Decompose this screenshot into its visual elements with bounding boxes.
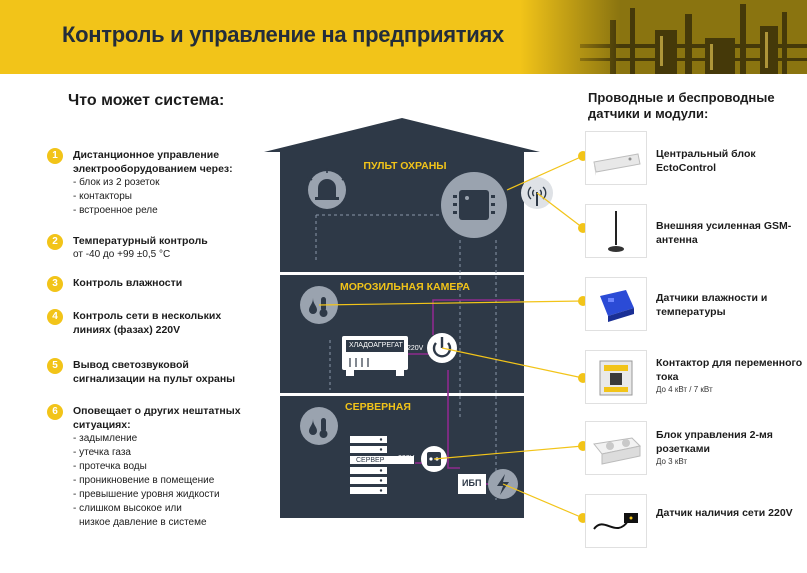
- device-label: Датчик наличия сети 220V: [656, 507, 793, 519]
- server-label: СЕРВЕР: [356, 457, 385, 464]
- feature-5: 5 Вывод светозвуковой сигнализации на пу…: [47, 358, 247, 388]
- sensors-title: Проводные и беспроводные датчики и модул…: [588, 90, 775, 121]
- feature-title: Оповещает о других нештатных ситуациях:: [73, 405, 241, 431]
- router-icon: [593, 153, 641, 176]
- socket-block-photo: [585, 421, 647, 475]
- zone-security-label: ПУЛЬТ ОХРАНЫ: [363, 160, 447, 172]
- socket-block-icon: [593, 437, 642, 465]
- central-block-icon: [441, 172, 507, 238]
- bullet-dot: [578, 296, 588, 306]
- device-label: Внешняя усиленная GSM-антенна: [656, 220, 792, 246]
- power-control-icon: [427, 333, 457, 363]
- feature-title: Контроль сети в нескольких линиях (фазах…: [73, 310, 222, 336]
- power-sensor-photo: [585, 494, 647, 548]
- feature-number: 6: [47, 404, 63, 420]
- device-note: До 4 кВт / 7 кВт: [656, 385, 713, 394]
- feature-number: 1: [47, 148, 63, 164]
- humidity-sensor-photo: [585, 277, 647, 331]
- feature-title: Контроль влажности: [73, 277, 183, 289]
- building-body: [280, 152, 524, 518]
- antenna-photo: [585, 204, 647, 258]
- feature-sub: низкое давление в системе: [79, 517, 207, 528]
- feature-sub: от -40 до +99 ±0,5 °С: [73, 249, 171, 260]
- bullet-dot: [578, 441, 588, 451]
- voltage-label: 220V: [407, 345, 424, 352]
- feature-4: 4 Контроль сети в нескольких линиях (фаз…: [47, 309, 247, 339]
- feature-sub: - превышение уровня жидкости: [73, 489, 220, 500]
- contactor-photo: [585, 350, 647, 404]
- page-title: Контроль и управление на предприятиях: [62, 22, 504, 47]
- cable-sensor-icon: [593, 513, 638, 530]
- capabilities-title: Что может система:: [68, 92, 225, 109]
- wiring-power: [408, 299, 520, 485]
- contactor-icon: [599, 360, 633, 396]
- power-sensor-icon: [488, 469, 518, 499]
- feature-sub: - проникновение в помещение: [73, 475, 215, 486]
- bullet-dot: [578, 513, 588, 523]
- refrigeration-unit-label: ХЛАДОАГРЕГАТ: [349, 342, 403, 349]
- feature-2: 2 Температурный контроль от -40 до +99 ±…: [47, 234, 247, 264]
- device-note: До 3 кВт: [656, 457, 688, 466]
- feature-number: 3: [47, 276, 63, 292]
- sensor-icon: [600, 290, 634, 322]
- roof: [264, 118, 540, 152]
- device-label: Датчики влажности и температуры: [656, 292, 768, 318]
- bullet-dot: [578, 373, 588, 383]
- feature-number: 4: [47, 309, 63, 325]
- feature-title: Дистанционное управление электрооборудов…: [73, 149, 233, 175]
- feature-number: 5: [47, 358, 63, 374]
- feature-title: Вывод светозвуковой сигнализации на пуль…: [73, 359, 236, 385]
- wireless-icon: [521, 177, 553, 209]
- feature-6: 6 Оповещает о других нештатных ситуациях…: [47, 404, 247, 534]
- floor-divider: [280, 393, 524, 396]
- feature-sub: - блок из 2 розеток: [73, 177, 160, 188]
- device-label: Контактор для переменного тока: [656, 357, 803, 383]
- voltage-label: 220V: [398, 455, 415, 462]
- siren-icon: [307, 168, 347, 209]
- bullet-dot: [578, 223, 588, 233]
- feature-title: Температурный контроль: [73, 235, 208, 247]
- feature-number: 2: [47, 234, 63, 250]
- socket-icon: [421, 446, 447, 472]
- zone-server-label: СЕРВЕРНАЯ: [345, 401, 411, 413]
- refinery-illustration: [520, 0, 807, 74]
- feature-1: 1 Дистанционное управление электрооборуд…: [47, 148, 247, 228]
- central-block-photo: [585, 131, 647, 185]
- feature-sub: - протечка воды: [73, 461, 147, 472]
- header-banner: Контроль и управление на предприятиях: [0, 0, 807, 74]
- feature-sub: - слишком высокое или: [73, 503, 182, 514]
- device-label: Блок управления 2-мя розетками: [656, 429, 773, 455]
- feature-sub: - утечка газа: [73, 447, 131, 458]
- antenna-icon: [608, 211, 624, 252]
- feature-sub: - контакторы: [73, 191, 132, 202]
- server-rack-icon: [350, 436, 414, 494]
- bullet-dot: [578, 151, 588, 161]
- ups-label: ИБП: [462, 478, 482, 488]
- feature-sub: - встроенное реле: [73, 205, 158, 216]
- humidity-icon-server: [300, 407, 338, 445]
- feature-sub: - задымление: [73, 433, 138, 444]
- feature-3: 3 Контроль влажности: [47, 276, 247, 292]
- zone-freezer-label: МОРОЗИЛЬНАЯ КАМЕРА: [339, 281, 471, 293]
- device-label: Центральный блок EctoControl: [656, 148, 756, 174]
- floor-divider: [280, 272, 524, 275]
